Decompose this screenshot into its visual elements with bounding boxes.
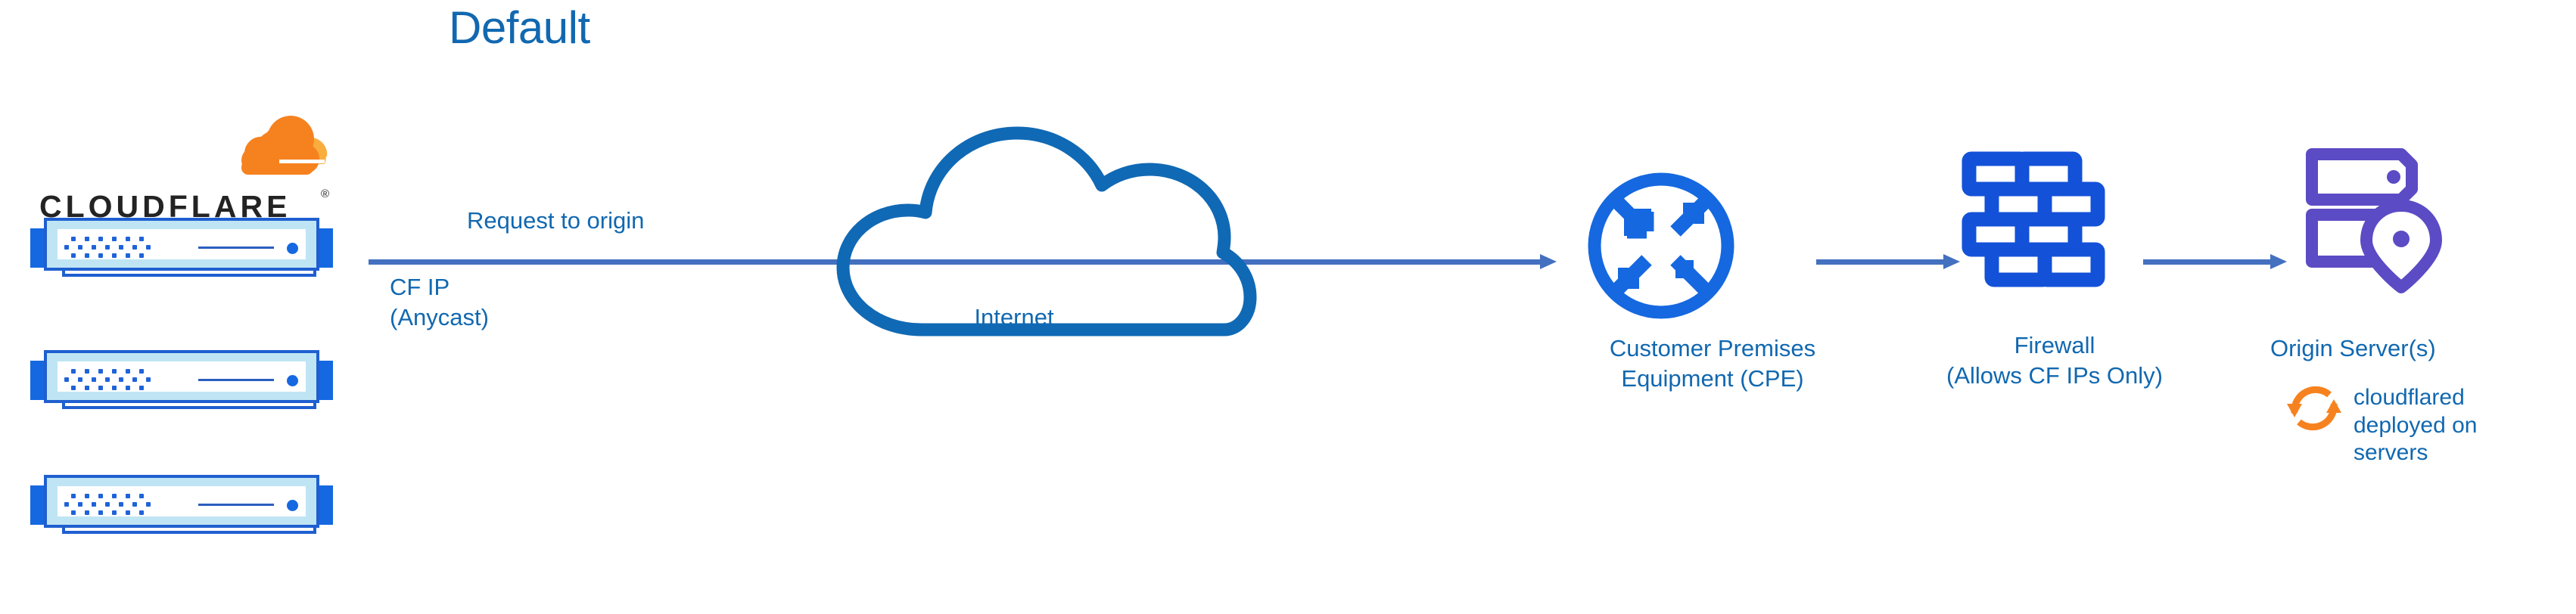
arrow-shaft: [369, 259, 1540, 265]
server-rack-unit: [30, 475, 333, 539]
server-body: [44, 350, 319, 403]
customer-premises-equipment-icon: [1582, 166, 1741, 325]
cloudflare-mark-svg: [241, 116, 328, 175]
server-body: [44, 475, 319, 528]
request-to-origin-label: Request to origin: [467, 207, 645, 234]
server-status-led-icon: [287, 500, 298, 511]
internet-cloud: [825, 113, 1264, 348]
server-body: [44, 218, 319, 271]
server-tab-left-icon: [30, 485, 47, 525]
cf-ip-anycast-label: CF IP (Anycast): [390, 274, 489, 330]
server-front-panel: [58, 229, 306, 259]
server-vent-dots-icon: [64, 237, 165, 259]
server-tab-right-icon: [316, 361, 333, 400]
server-front-panel: [58, 486, 306, 516]
page-title: Default: [449, 2, 590, 53]
server-status-led-icon: [287, 243, 298, 254]
request-to-origin-arrow: [369, 250, 1557, 272]
server-vent-dots-icon: [64, 369, 165, 392]
server-rack-unit: [30, 350, 333, 414]
server-tab-left-icon: [30, 228, 47, 268]
cpe-to-firewall-arrow: [1816, 250, 1960, 272]
cpe-label: Customer Premises Equipment (CPE): [1609, 335, 1816, 392]
server-vent-dots-icon: [64, 494, 165, 516]
server-slot-line: [198, 379, 274, 381]
cloud-icon: [836, 126, 1257, 336]
registered-trademark-icon: ®: [321, 188, 330, 200]
arrow-head-icon: [1540, 254, 1557, 269]
firewall-label: Firewall (Allows CF IPs Only): [1946, 332, 2163, 389]
server-status-led-icon: [287, 375, 298, 386]
cloudflared-note-label: cloudflared deployed on servers: [2354, 385, 2478, 466]
internet-label: Internet: [974, 304, 1054, 330]
server-location-pin-icon: [2306, 148, 2442, 293]
brick-wall-icon: [1962, 151, 2105, 287]
refresh-sync-icon: [2287, 386, 2341, 431]
server-slot-line: [198, 504, 274, 506]
server-tab-right-icon: [316, 485, 333, 525]
server-rack-unit: [30, 218, 333, 282]
arrow-shaft: [2143, 259, 2270, 265]
cloudflare-logo: CLOUDFLARE ®: [39, 113, 342, 224]
origin-server-icon: [2304, 144, 2448, 295]
firewall-to-origin-arrow: [2143, 250, 2287, 272]
firewall-icon: [1960, 151, 2111, 302]
server-tab-right-icon: [316, 228, 333, 268]
router-four-arrows-icon: [1588, 172, 1734, 319]
server-front-panel: [58, 361, 306, 392]
arrow-shaft: [1816, 259, 1943, 265]
server-tab-left-icon: [30, 361, 47, 400]
cloudflared-refresh-icon: [2284, 378, 2344, 439]
arrow-head-icon: [1943, 254, 1960, 269]
cloudflare-cloud-mark: [194, 113, 346, 183]
arrow-head-icon: [2270, 254, 2287, 269]
origin-server-label: Origin Server(s): [2270, 335, 2436, 361]
server-slot-line: [198, 247, 274, 249]
